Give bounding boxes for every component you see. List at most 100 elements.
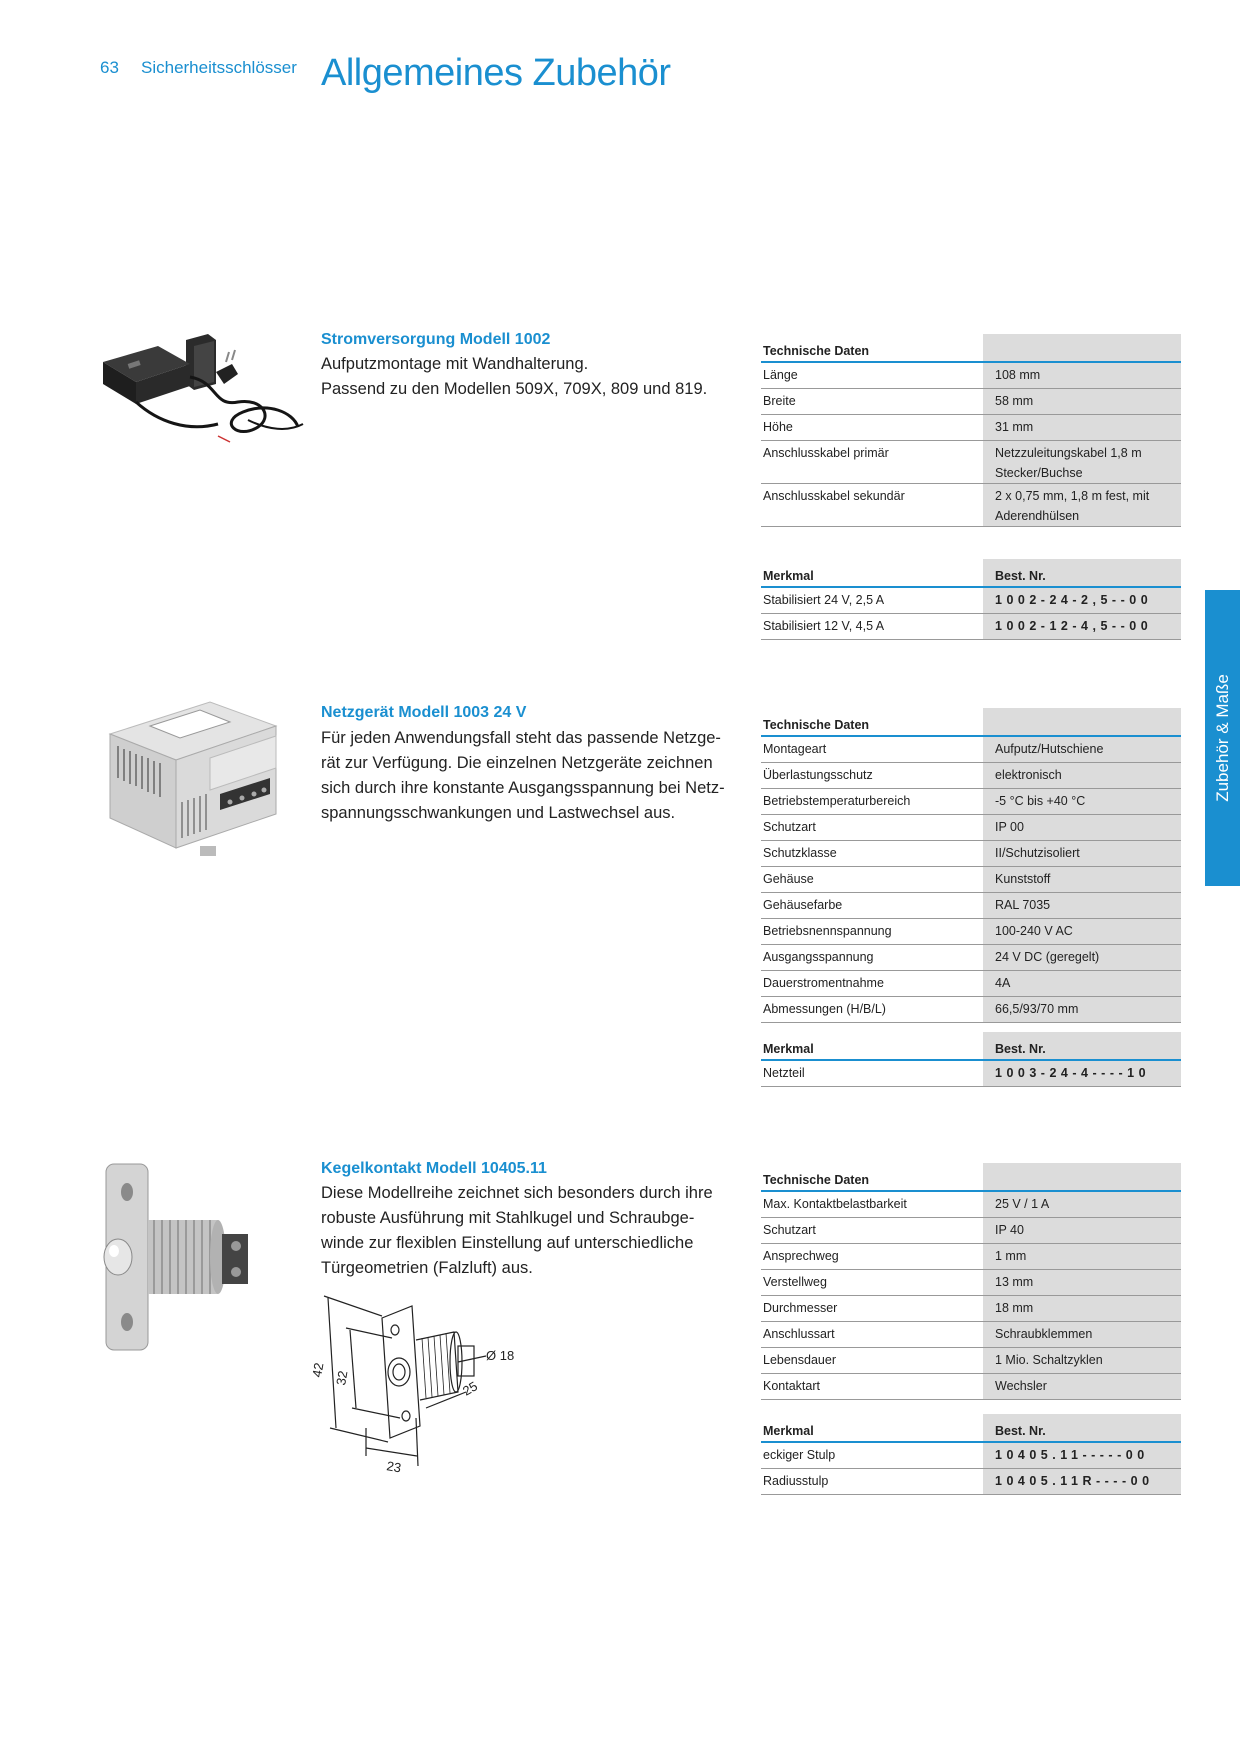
description-line: Für jeden Anwendungsfall steht das passe… xyxy=(321,729,721,747)
spec-value: Schraubklemmen xyxy=(983,1321,1181,1348)
power-supply-image xyxy=(108,701,278,856)
spec-value: 100-240 V AC xyxy=(983,918,1181,945)
spec-label: Anschlusskabel sekundär xyxy=(761,483,983,527)
order-header: Merkmal xyxy=(761,559,983,588)
side-tab-label: Zubehör & Maße xyxy=(1212,674,1232,802)
spec-label: Breite xyxy=(761,388,983,415)
order-header: Merkmal xyxy=(761,1032,983,1061)
description-line: spannungsschwankungen und Lastwechsel au… xyxy=(321,804,676,822)
cone-contact-image xyxy=(103,1163,248,1351)
spec-label: Betriebsnennspannung xyxy=(761,918,983,945)
spec-value: 4A xyxy=(983,970,1181,997)
spec-header: Technische Daten xyxy=(761,334,983,363)
order-code: 1002-24-2,5--00 xyxy=(983,587,1181,614)
spec-value: II/Schutzisoliert xyxy=(983,840,1181,867)
product-heading: Stromversorgung Modell 1002 xyxy=(321,331,551,348)
spec-value: Aufputz/Hutschiene xyxy=(983,736,1181,763)
spec-value: RAL 7035 xyxy=(983,892,1181,919)
page-title: Allgemeines Zubehör xyxy=(321,52,671,94)
spec-label: Schutzart xyxy=(761,1217,983,1244)
description-line: Aufputzmontage mit Wandhalterung. xyxy=(321,355,589,373)
description-line: winde zur flexiblen Einstellung auf unte… xyxy=(321,1234,694,1252)
spec-value: 24 V DC (geregelt) xyxy=(983,944,1181,971)
spec-value: 1 Mio. Schaltzyklen xyxy=(983,1347,1181,1374)
description-line: rät zur Verfügung. Die einzelnen Netzger… xyxy=(321,754,713,772)
spec-label: Schutzart xyxy=(761,814,983,841)
page-number: 63 xyxy=(100,58,119,77)
spec-value: Wechsler xyxy=(983,1373,1181,1400)
dimension-drawing: 42 32 Ø 18 25 23 xyxy=(309,1295,514,1475)
spec-header: Technische Daten xyxy=(761,1163,983,1192)
spec-value: 31 mm xyxy=(983,414,1181,441)
spec-value: IP 40 xyxy=(983,1217,1181,1244)
order-col-header: Best. Nr. xyxy=(983,1032,1181,1061)
spec-label: Anschlusskabel primär xyxy=(761,440,983,484)
spec-label: Lebensdauer xyxy=(761,1347,983,1374)
product-heading: Kegelkontakt Modell 10405.11 xyxy=(321,1160,547,1177)
spec-label: Überlastungsschutz xyxy=(761,762,983,789)
order-code: 10405.11-----00 xyxy=(983,1442,1181,1469)
order-label: Stabilisiert 12 V, 4,5 A xyxy=(761,613,983,640)
order-label: eckiger Stulp xyxy=(761,1442,983,1469)
spec-label: Gehäusefarbe xyxy=(761,892,983,919)
dim-label: Ø 18 xyxy=(486,1348,514,1363)
product-description: Für jeden Anwendungsfall steht das passe… xyxy=(321,726,736,826)
description-line: Türgeometrien (Falzluft) aus. xyxy=(321,1259,533,1277)
order-label: Stabilisiert 24 V, 2,5 A xyxy=(761,587,983,614)
section-label: Sicherheitsschlösser xyxy=(141,58,297,77)
spec-label: Länge xyxy=(761,362,983,389)
spec-value: 25 V / 1 A xyxy=(983,1191,1181,1218)
spec-header: Technische Daten xyxy=(761,708,983,737)
order-code: 1002-12-4,5--00 xyxy=(983,613,1181,640)
spec-value: -5 °C bis +40 °C xyxy=(983,788,1181,815)
description-line: Passend zu den Modellen 509X, 709X, 809 … xyxy=(321,380,708,398)
spec-label: Höhe xyxy=(761,414,983,441)
product-description: Diese Modellreihe zeichnet sich besonder… xyxy=(321,1181,736,1281)
spec-label: Schutzklasse xyxy=(761,840,983,867)
dim-label: 32 xyxy=(333,1370,350,1387)
spec-label: Anschlussart xyxy=(761,1321,983,1348)
spec-label: Betriebstemperaturbereich xyxy=(761,788,983,815)
order-col-header: Best. Nr. xyxy=(983,559,1181,588)
spec-value: IP 00 xyxy=(983,814,1181,841)
order-label: Netzteil xyxy=(761,1060,983,1087)
spec-value: 66,5/93/70 mm xyxy=(983,996,1181,1023)
spec-value: 18 mm xyxy=(983,1295,1181,1322)
side-tab[interactable]: Zubehör & Maße xyxy=(1205,590,1240,886)
spec-label: Durchmesser xyxy=(761,1295,983,1322)
dim-label: 25 xyxy=(460,1378,480,1398)
order-code: 10405.11R----00 xyxy=(983,1468,1181,1495)
spec-label: Max. Kontaktbelastbarkeit xyxy=(761,1191,983,1218)
dim-label: 42 xyxy=(309,1362,326,1379)
spec-value: 108 mm xyxy=(983,362,1181,389)
spec-value: 13 mm xyxy=(983,1269,1181,1296)
spec-value: Kunststoff xyxy=(983,866,1181,893)
spec-label: Dauerstromentnahme xyxy=(761,970,983,997)
spec-label: Kontaktart xyxy=(761,1373,983,1400)
spec-label: Abmessungen (H/B/L) xyxy=(761,996,983,1023)
order-header: Merkmal xyxy=(761,1414,983,1443)
spec-table: Technische Daten Max. Kontaktbelastbarke… xyxy=(761,1163,1181,1400)
spec-value: 1 mm xyxy=(983,1243,1181,1270)
product-heading: Netzgerät Modell 1003 24 V xyxy=(321,704,527,721)
description-line: Diese Modellreihe zeichnet sich besonder… xyxy=(321,1184,713,1202)
spec-label: Verstellweg xyxy=(761,1269,983,1296)
product-description: Aufputzmontage mit Wandhalterung. Passen… xyxy=(321,352,736,402)
order-code: 1003-24-4----10 xyxy=(983,1060,1181,1087)
spec-label: Gehäuse xyxy=(761,866,983,893)
spec-value: elektronisch xyxy=(983,762,1181,789)
dim-label: 23 xyxy=(385,1458,402,1475)
power-adapter-image xyxy=(103,334,304,443)
description-line: robuste Ausführung mit Stahlkugel und Sc… xyxy=(321,1209,695,1227)
description-line: sich durch ihre konstante Ausgangsspannu… xyxy=(321,779,725,797)
spec-label: Ansprechweg xyxy=(761,1243,983,1270)
order-col-header: Best. Nr. xyxy=(983,1414,1181,1443)
spec-label: Montageart xyxy=(761,736,983,763)
